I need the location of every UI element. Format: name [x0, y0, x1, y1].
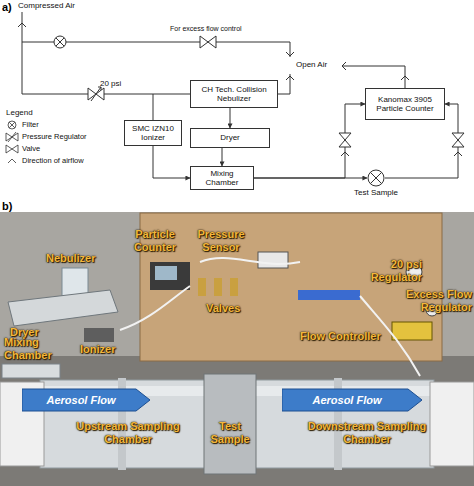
- flow-chevron: [18, 23, 26, 27]
- supply-line: [22, 12, 88, 94]
- node-text: Mixing Chamber: [193, 169, 251, 187]
- node-text: Kanomax 3905 Particle Counter: [368, 95, 442, 113]
- flow-chevron: [401, 76, 409, 80]
- legend-text: Valve: [22, 144, 40, 153]
- ionizer-box: SMC IZN10 Ionizer: [124, 120, 182, 146]
- brass-valve: [214, 278, 222, 296]
- pressure-regulator-symbol: [88, 87, 104, 101]
- pipe-connector: [230, 108, 231, 128]
- legend-text: Filter: [22, 120, 39, 129]
- pipe-connector: [254, 104, 365, 178]
- arrow-shape: [22, 389, 150, 411]
- panel-letter: a): [2, 1, 12, 13]
- nebulizer-box: CH Tech. Collision Nebulizer: [190, 80, 278, 108]
- ionizer-device: [84, 328, 114, 342]
- node-text: Aerosol Flow: [312, 394, 391, 406]
- part-label: Particle Counter: [124, 228, 186, 253]
- flow-chevron: [286, 76, 294, 80]
- legend-text: Pressure Regulator: [22, 132, 87, 141]
- part-label: 20 psi Regulator: [350, 258, 422, 283]
- legend-regulator-symbol: [6, 133, 18, 141]
- valve-symbol: [339, 133, 351, 147]
- counter-exhaust-line: [342, 66, 405, 88]
- flow-chevron: [342, 62, 346, 70]
- end-cap: [430, 382, 474, 466]
- filter-cross: [56, 38, 64, 46]
- pressure-label: 20 psi: [100, 79, 121, 88]
- part-label: Valves: [206, 302, 240, 315]
- legend-valve-symbol: [6, 145, 18, 153]
- filter-cross: [56, 38, 64, 46]
- test-sample-filter: Test Sample: [367, 169, 385, 187]
- nebulizer-vent-line: [278, 74, 290, 94]
- regulated-line: [104, 94, 190, 95]
- dryer-box: Dryer: [190, 128, 270, 148]
- note-label: For excess flow control: [170, 25, 242, 32]
- regulator-bowtie: [88, 88, 104, 100]
- part-label: Flow Controller: [300, 330, 381, 343]
- manifold-block: [298, 290, 360, 300]
- filter-cross: [370, 172, 381, 183]
- lab-wall: [0, 212, 474, 486]
- part-label: Pressure Sensor: [190, 228, 252, 253]
- aerosol-flow-arrow: Aerosol Flow: [282, 388, 422, 412]
- node-text: Dryer: [220, 133, 240, 142]
- filter-outline: [367, 169, 385, 187]
- valve-symbol: [200, 36, 216, 48]
- test-sample-holder: [204, 374, 256, 474]
- regulator-arrow: [91, 87, 101, 101]
- node-text: Test Sample: [354, 188, 398, 197]
- source-label: Compressed Air: [18, 1, 75, 10]
- legend-text: Direction of airflow: [22, 156, 84, 165]
- mixing-chamber-box: Mixing Chamber: [190, 166, 254, 190]
- particle-counter-box: Kanomax 3905 Particle Counter: [365, 88, 445, 120]
- flow-chevron: [286, 52, 294, 56]
- part-label: Nebulizer: [46, 252, 96, 265]
- pipe-connector: [153, 146, 190, 178]
- node-text: CH Tech. Collision Nebulizer: [193, 85, 275, 103]
- air-lines: [18, 12, 462, 156]
- dryer-tube: [8, 290, 118, 326]
- legend-regulator-arrow: [8, 132, 16, 142]
- lab-photo: [0, 212, 474, 486]
- pipe-connector: [385, 104, 458, 178]
- particle-counter-device: [150, 262, 190, 290]
- brass-valve: [230, 278, 238, 296]
- node-text: SMC IZN10 Ionizer: [127, 124, 179, 142]
- ionizer-feed-line: [153, 94, 154, 120]
- part-label: Test Sample: [206, 420, 254, 445]
- mixing-chamber-device: [2, 364, 60, 378]
- brass-valve: [198, 278, 206, 296]
- legend-flow-chevron: [8, 159, 16, 163]
- aerosol-flow-arrow: Aerosol Flow: [22, 388, 150, 412]
- node-text: Aerosol Flow: [46, 394, 125, 406]
- pipe-connector: [222, 148, 223, 166]
- flow-controller-device: [392, 322, 432, 340]
- legend-filter-cross: [9, 122, 15, 128]
- part-label: Downstream Sampling Chamber: [296, 420, 438, 445]
- filter-cross: [370, 172, 381, 183]
- legend-symbols: [6, 121, 18, 163]
- legend-filter-cross: [9, 122, 15, 128]
- legend-filter-symbol: [8, 121, 16, 129]
- filter-symbol: [54, 36, 66, 48]
- arrow-shape: [282, 389, 422, 411]
- outlet-label: Open Air: [296, 60, 327, 69]
- part-label: Upstream Sampling Chamber: [66, 420, 190, 445]
- filter-circle: [368, 170, 384, 186]
- lab-bench: [0, 356, 474, 486]
- filter-circle: [54, 36, 66, 48]
- part-label: Ionizer: [80, 343, 115, 356]
- counter-screen: [155, 266, 177, 280]
- pressure-sensor-device: [258, 252, 288, 268]
- valve-symbol: [452, 133, 464, 147]
- panel-letter: b): [2, 200, 12, 212]
- part-label: Excess Flow Regulator: [388, 288, 472, 313]
- part-label: Mixing Chamber: [4, 336, 62, 361]
- legend-heading: Legend: [6, 108, 33, 117]
